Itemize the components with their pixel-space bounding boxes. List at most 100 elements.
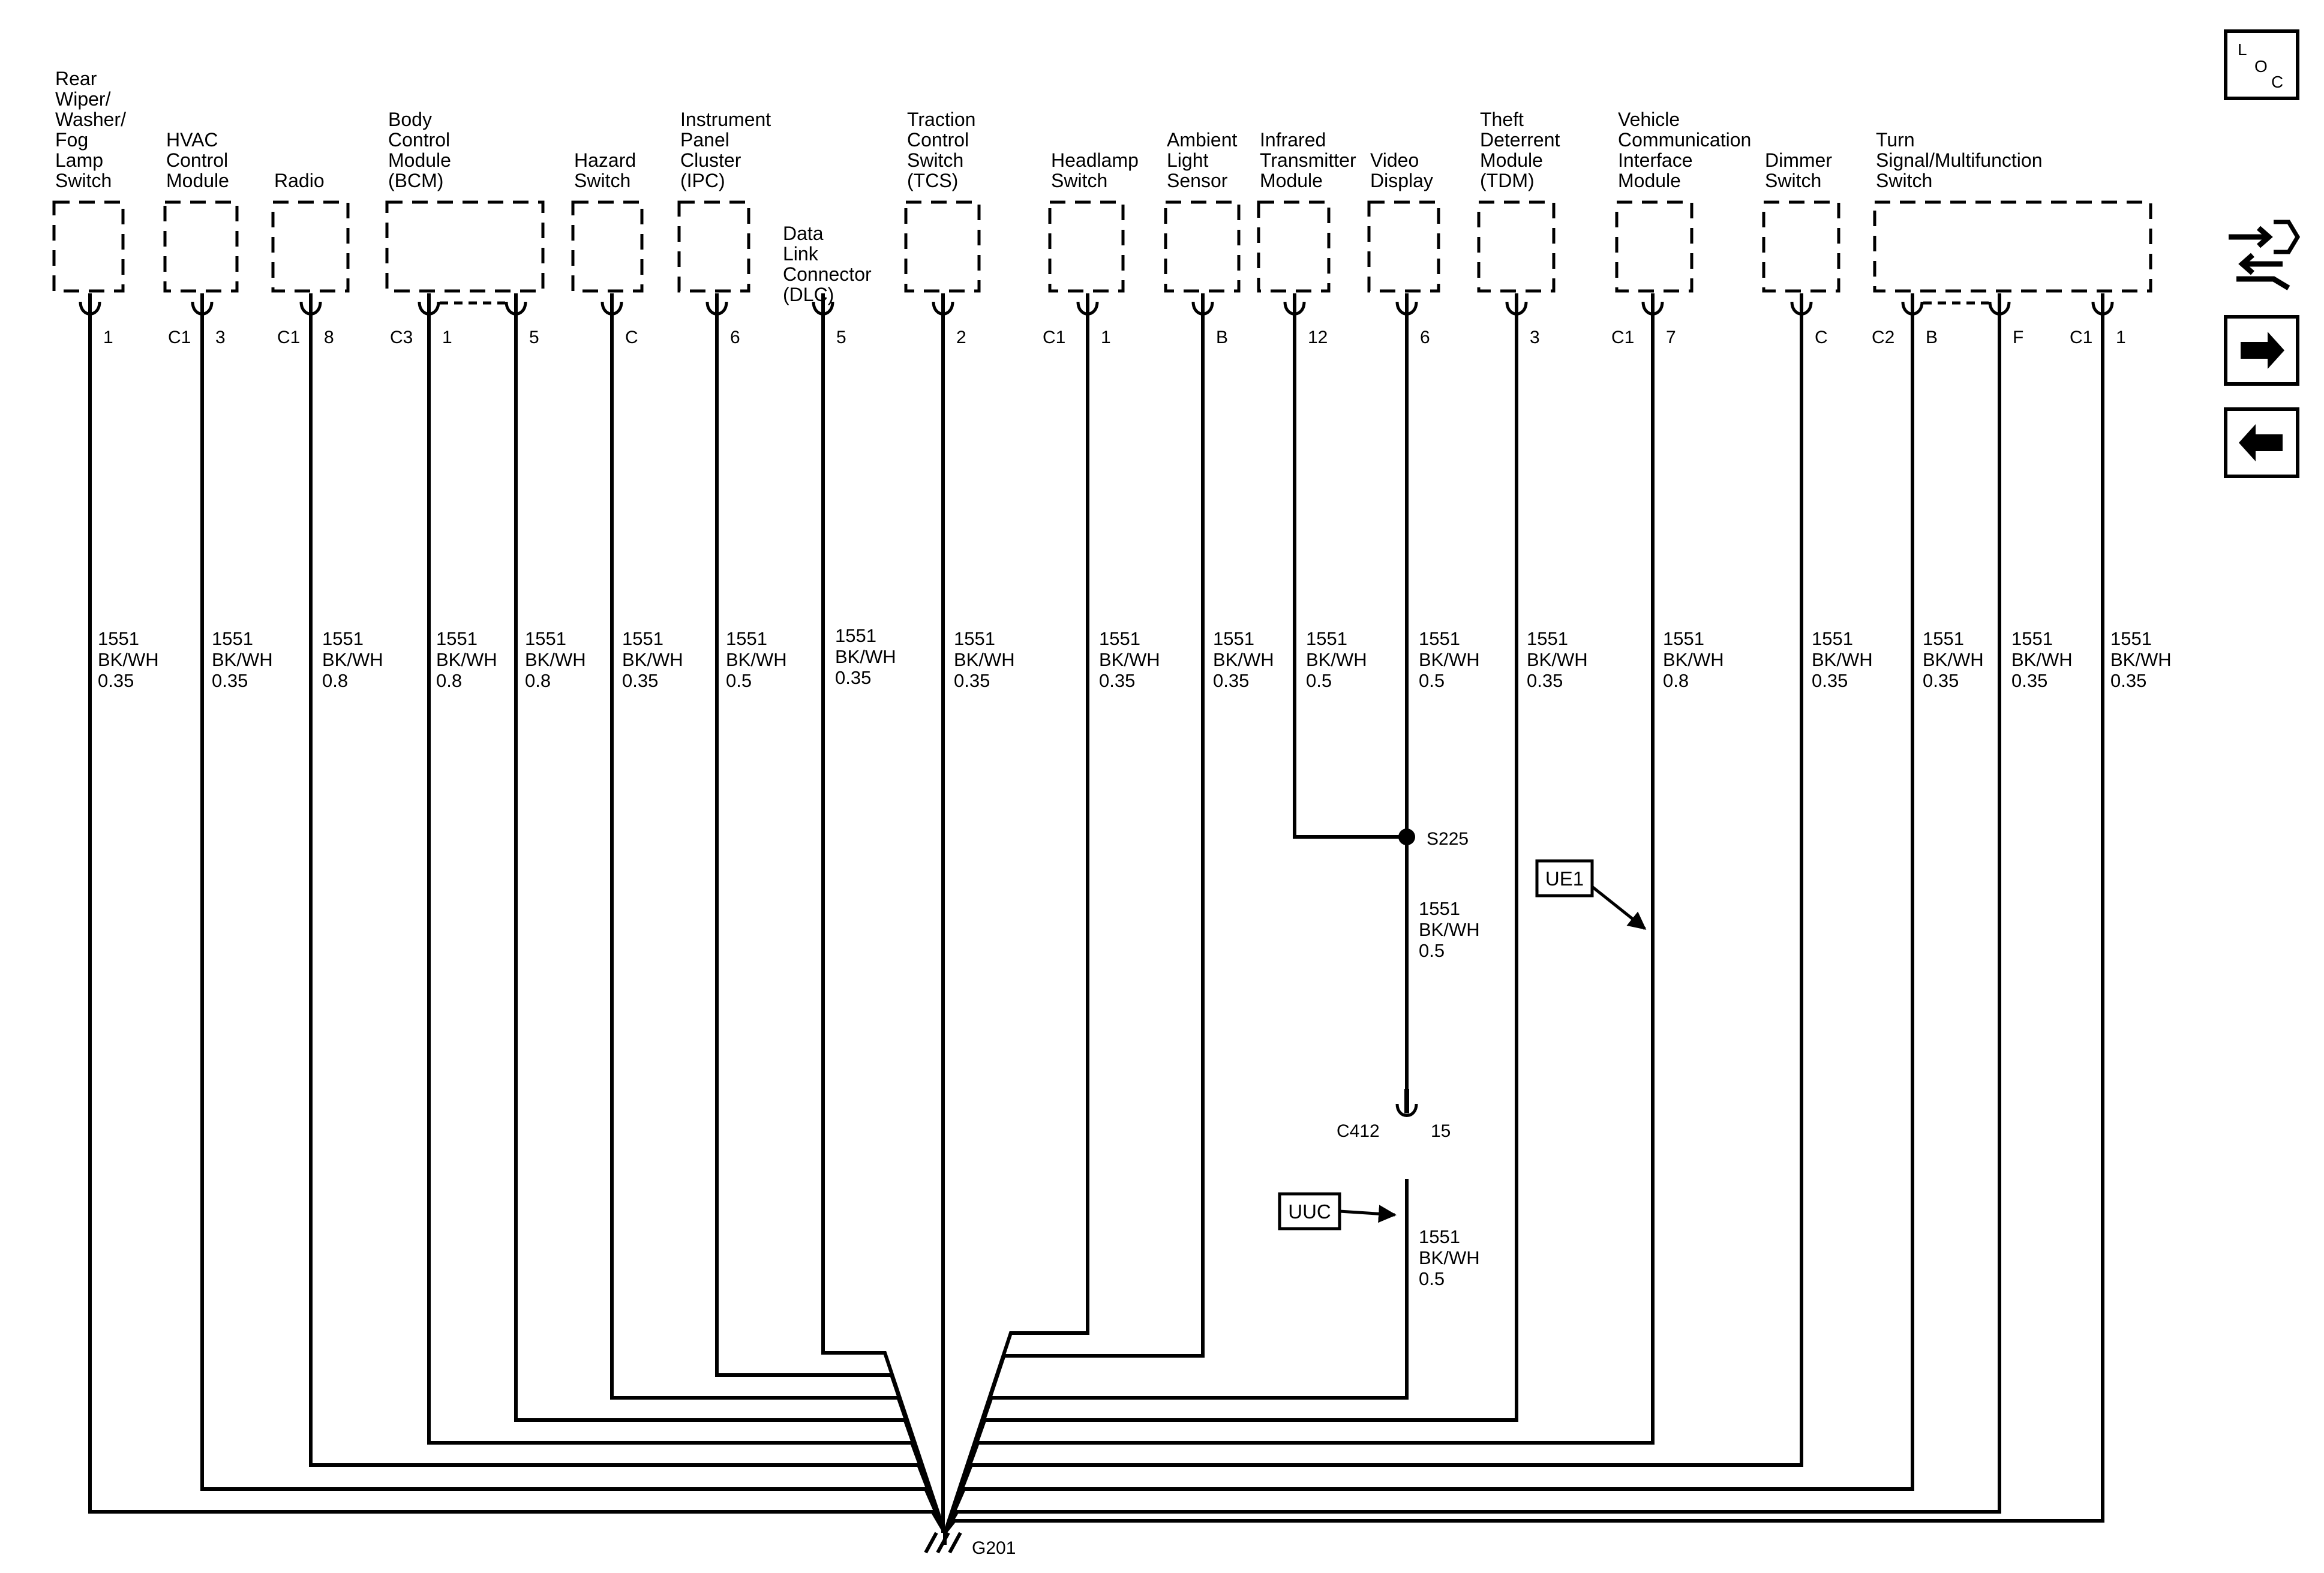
connector-view-icon[interactable] — [2229, 220, 2301, 290]
component-box-dimmer — [1762, 200, 1840, 293]
wire-labels: 1551BK/WH0.351551BK/WH0.351551BK/WH0.815… — [98, 625, 2172, 1289]
terminals — [79, 293, 2114, 316]
component-label-rear-wiper: Washer/ — [55, 109, 126, 130]
component-label-tcs: Switch — [907, 149, 963, 171]
previous-button[interactable] — [2224, 407, 2299, 478]
component-box-headlamp — [1048, 200, 1125, 293]
option-box-uuc: UUC — [1278, 1192, 1341, 1230]
component-label-rear-wiper: Lamp — [55, 149, 103, 171]
component-label-ipc: Instrument — [680, 109, 771, 130]
component-label-bcm: (BCM) — [388, 170, 443, 191]
wire-label: BK/WH — [1419, 649, 1480, 670]
wire-label: 0.35 — [2110, 670, 2146, 691]
arrow-icon — [1591, 885, 1647, 930]
terminal-icon — [705, 293, 728, 316]
wire-label: BK/WH — [1306, 649, 1367, 670]
ground-wire — [821, 315, 947, 1533]
ground-wire — [427, 315, 947, 1534]
component-label-ambient: Light — [1167, 149, 1209, 171]
terminal-icon — [299, 293, 322, 316]
wire-label: BK/WH — [1419, 919, 1480, 940]
pin-label: 12 — [1308, 328, 1328, 347]
component-labels: RearWiper/Washer/FogLampSwitch1HVACContr… — [55, 68, 2126, 347]
component-label-dlc: (DLC) — [783, 284, 834, 305]
terminal-icon — [600, 293, 623, 316]
connector-label: C1 — [168, 328, 191, 347]
next-button[interactable] — [2224, 315, 2299, 386]
component-box-tdm — [1477, 200, 1556, 293]
component-box-bcm — [385, 200, 545, 293]
terminal-icon — [2091, 293, 2114, 316]
wire-label: 1551 — [212, 628, 253, 649]
component-label-radio: Radio — [274, 170, 325, 191]
component-box-video — [1367, 200, 1440, 293]
component-label-rear-wiper: Switch — [55, 170, 112, 191]
wire-label: BK/WH — [1923, 649, 1984, 670]
wire-label: BK/WH — [1213, 649, 1274, 670]
ground-label: G201 — [972, 1538, 1016, 1558]
pin-label: 2 — [956, 328, 966, 347]
terminal-icon — [1505, 293, 1528, 316]
loc-button[interactable]: LOC — [2224, 29, 2299, 100]
terminal-icon — [1191, 293, 1214, 316]
wire-label: 1551 — [2110, 628, 2152, 649]
component-box-turn-signal — [1873, 200, 2152, 293]
connector-label: C1 — [277, 328, 300, 347]
wire-label: BK/WH — [322, 649, 383, 670]
component-label-dimmer: Dimmer — [1765, 149, 1832, 171]
wire-label: 1551 — [1812, 628, 1853, 649]
component-label-vcim: Vehicle — [1618, 109, 1680, 130]
navigation-icons: LOC — [2224, 29, 2301, 478]
pin-label: 1 — [2116, 328, 2126, 347]
pin-label: 6 — [730, 328, 740, 347]
component-label-hvac: HVAC — [166, 129, 218, 151]
ground-wire — [943, 315, 1803, 1534]
wire-label: 0.8 — [436, 670, 462, 691]
wire-label: 0.5 — [1306, 670, 1332, 691]
pin-label: 3 — [1530, 328, 1540, 347]
wire-label: 1551 — [622, 628, 663, 649]
terminal-icon — [79, 293, 101, 316]
wire-label: BK/WH — [1419, 1247, 1480, 1268]
wire-label: 0.5 — [1419, 670, 1445, 691]
component-box-infrared — [1257, 200, 1331, 293]
component-label-bcm: Module — [388, 149, 451, 171]
pin-label: 5 — [529, 328, 539, 347]
component-label-ipc: Panel — [680, 129, 729, 151]
wire-label: 0.35 — [622, 670, 658, 691]
component-label-vcim: Interface — [1618, 149, 1693, 171]
component-label-ipc: Cluster — [680, 149, 741, 171]
connector-label: C3 — [390, 328, 413, 347]
wire-label: 1551 — [525, 628, 566, 649]
component-label-infrared: Infrared — [1260, 129, 1326, 151]
component-label-infrared: Transmitter — [1260, 149, 1356, 171]
svg-text:O: O — [2254, 57, 2268, 76]
wire-label: BK/WH — [1527, 649, 1588, 670]
wire-label: BK/WH — [436, 649, 497, 670]
component-box-ambient — [1164, 200, 1241, 293]
wire-label: BK/WH — [2110, 649, 2172, 670]
terminal-icon — [1988, 293, 2011, 316]
wire-label: 1551 — [1527, 628, 1568, 649]
ground-wire — [943, 315, 2104, 1534]
splice-dot — [1398, 828, 1415, 845]
wire-label: 1551 — [2011, 628, 2053, 649]
component-label-turn-signal: Turn — [1876, 129, 1915, 151]
wire-label: 1551 — [1923, 628, 1964, 649]
component-label-ambient: Ambient — [1167, 129, 1238, 151]
ground-symbol-icon — [924, 1532, 962, 1554]
wire-label: 0.35 — [1812, 670, 1848, 691]
connector-label: C1 — [1043, 328, 1065, 347]
wire-label: BK/WH — [954, 649, 1015, 670]
wire-label: 1551 — [1306, 628, 1347, 649]
terminal-icon — [1283, 293, 1306, 316]
wire-label: BK/WH — [1099, 649, 1160, 670]
svg-text:UE1: UE1 — [1545, 867, 1584, 890]
component-label-turn-signal: Signal/Multifunction — [1876, 149, 2042, 171]
component-box-ipc — [677, 200, 750, 293]
ground-wire — [200, 315, 947, 1534]
ground-wire — [309, 315, 947, 1534]
inline-connector-icon — [1395, 1089, 1418, 1117]
wire-label: 0.35 — [98, 670, 134, 691]
wire-label: 0.35 — [1213, 670, 1249, 691]
